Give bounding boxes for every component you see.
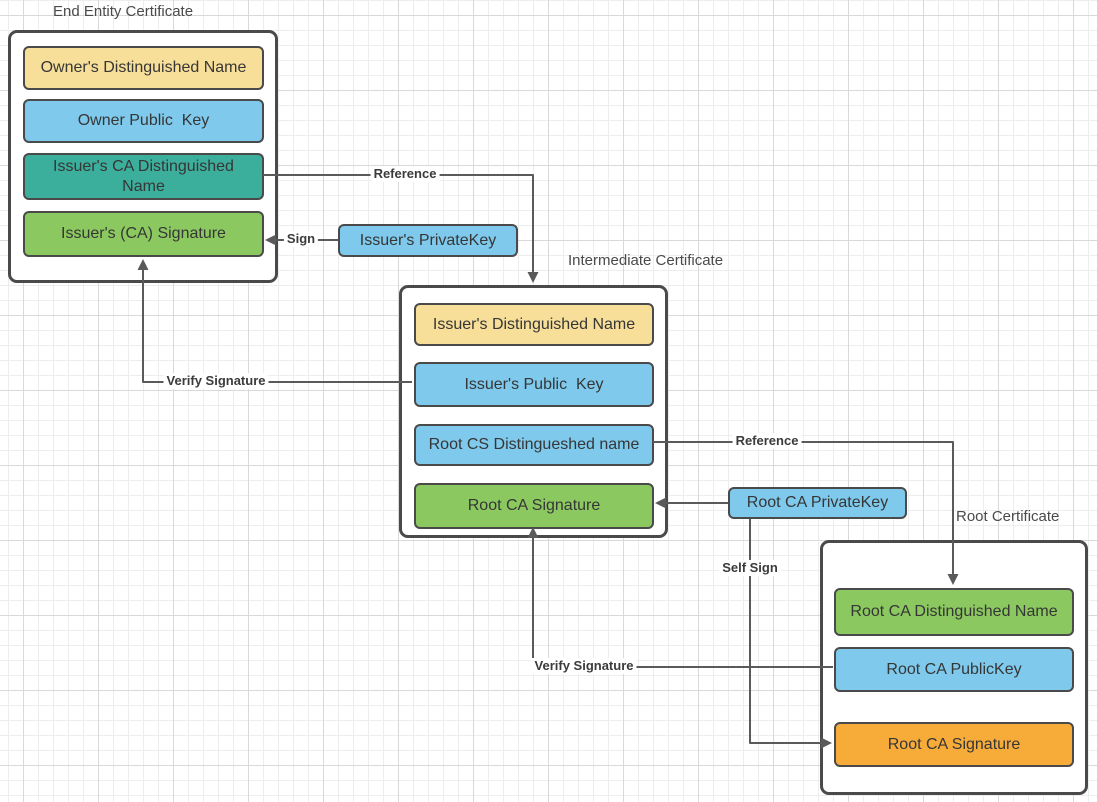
field-owners-distinguished-name: Owner's Distinguished Name xyxy=(23,46,264,90)
edge-label-verify-signature-1: Verify Signature xyxy=(163,373,269,390)
field-issuers-ca-distinguished-name: Issuer's CA Distinguished Name xyxy=(23,153,264,200)
root-ca-private-key-box: Root CA PrivateKey xyxy=(728,487,907,519)
field-root-cs-distingueshed-name: Root CS Distingueshed name xyxy=(414,424,654,466)
self-sign-arrow-line xyxy=(749,519,827,744)
end-entity-certificate-title: End Entity Certificate xyxy=(53,3,194,20)
edge-label-sign: Sign xyxy=(283,231,319,248)
edge-label-reference-1: Reference xyxy=(370,166,440,183)
end-entity-certificate-box: Owner's Distinguished Name Owner Public … xyxy=(8,30,278,283)
intermediate-certificate-title: Intermediate Certificate xyxy=(568,252,724,269)
issuers-private-key-box: Issuer's PrivateKey xyxy=(338,224,518,257)
field-issuers-ca-signature: Issuer's (CA) Signature xyxy=(23,211,264,257)
root-certificate-title: Root Certificate xyxy=(956,508,1060,525)
field-root-ca-distinguished-name: Root CA Distinguished Name xyxy=(834,588,1074,636)
edge-label-verify-signature-2: Verify Signature xyxy=(531,658,637,675)
intermediate-certificate-box: Issuer's Distinguished Name Issuer's Pub… xyxy=(399,285,668,538)
verify-signature-arrow-line-2 xyxy=(532,538,833,668)
field-intermediate-root-ca-signature: Root CA Signature xyxy=(414,483,654,529)
field-root-ca-signature: Root CA Signature xyxy=(834,722,1074,767)
field-issuers-public-key: Issuer's Public Key xyxy=(414,362,654,407)
root-certificate-box: Root CA Distinguished Name Root CA Publi… xyxy=(820,540,1088,795)
field-root-ca-publickey: Root CA PublicKey xyxy=(834,647,1074,692)
edge-label-self-sign: Self Sign xyxy=(719,560,781,577)
reference-arrowhead-icon-1 xyxy=(527,272,539,283)
field-issuers-distinguished-name: Issuer's Distinguished Name xyxy=(414,303,654,346)
field-owner-public-key: Owner Public Key xyxy=(23,99,264,143)
verify-signature-arrow-line-1 xyxy=(142,270,412,383)
edge-label-reference-2: Reference xyxy=(732,433,802,450)
